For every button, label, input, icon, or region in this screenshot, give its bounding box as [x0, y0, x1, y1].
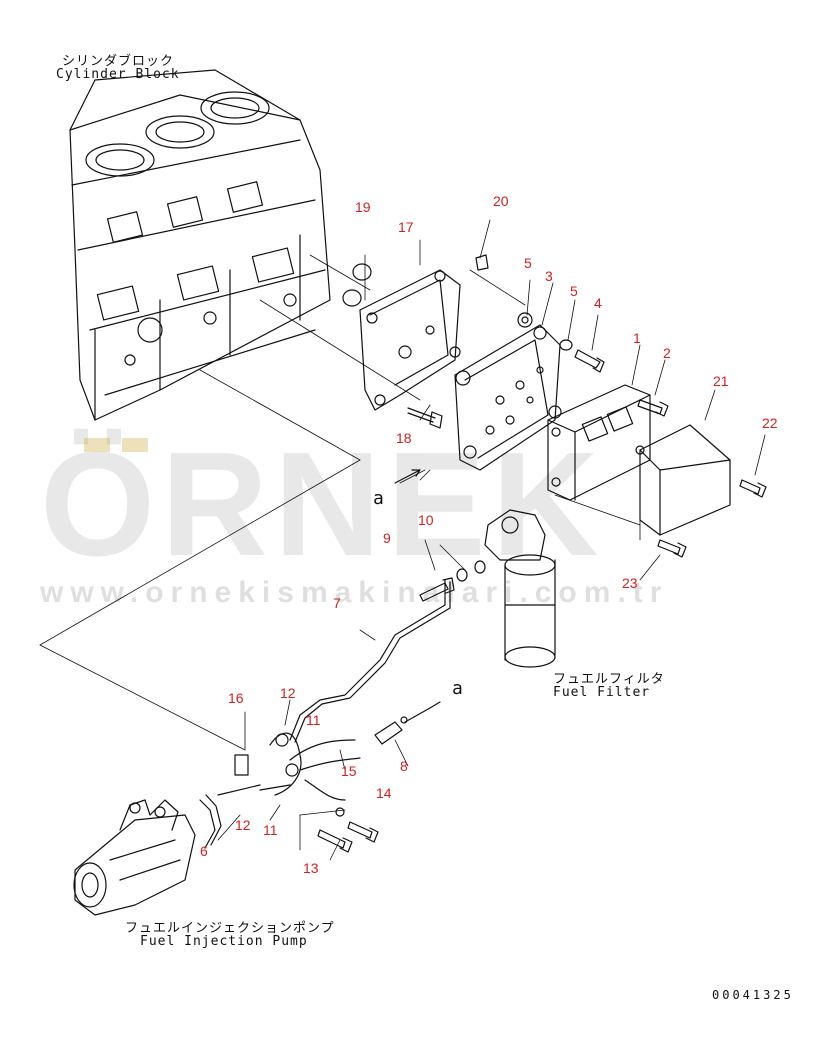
callout-16: 16 — [228, 690, 244, 706]
callout-3: 3 — [545, 268, 553, 284]
pipe-7-drawing — [289, 579, 446, 741]
part-19-drawing — [342, 263, 372, 307]
cylinder-block-label-en: Cylinder Block — [56, 67, 180, 82]
fuel-filter-label-en: Fuel Filter — [553, 685, 651, 700]
callout-7: 7 — [333, 595, 341, 611]
fuel-filter-drawing — [484, 509, 556, 668]
bolt-2-drawing — [637, 399, 669, 417]
injection-pump-label-jp: フュエルインジェクションポンプ — [125, 921, 335, 936]
watermark-url: www.ornekismakinalari.com.tr — [40, 576, 669, 609]
bolt-18-drawing — [407, 407, 443, 429]
callout-2: 2 — [663, 345, 671, 361]
callout-12b: 12 — [235, 817, 251, 833]
cylinder-block-label-jp: シリンダブロック — [62, 54, 175, 69]
callout-14: 14 — [376, 785, 392, 801]
ref-a-lower: a — [452, 678, 463, 699]
callout-23: 23 — [622, 575, 638, 591]
callout-15: 15 — [341, 763, 357, 779]
bracket-17-drawing — [359, 269, 461, 411]
fitting-8-drawing — [374, 707, 431, 745]
callout-18: 18 — [396, 430, 412, 446]
callout-11b: 11 — [263, 822, 278, 838]
callout-4: 4 — [594, 295, 602, 311]
callout-5b: 5 — [570, 283, 578, 299]
injection-pump-label-en: Fuel Injection Pump — [140, 934, 308, 949]
cover-21-drawing — [639, 424, 731, 536]
callout-8: 8 — [400, 758, 408, 774]
callout-22: 22 — [762, 415, 778, 431]
bolt-13-drawing — [317, 829, 353, 853]
watermark-umlaut — [84, 438, 148, 452]
bolt-22-drawing — [739, 479, 767, 498]
callout-17: 17 — [398, 219, 414, 235]
callout-9: 9 — [383, 530, 391, 546]
callout-12a: 12 — [280, 685, 296, 701]
ref-a-upper: a — [373, 488, 384, 509]
injection-pump-drawing — [73, 799, 196, 916]
callout-21: 21 — [713, 373, 729, 389]
callout-6: 6 — [200, 843, 208, 859]
fuel-filter-label-jp: フュエルフィルタ — [553, 672, 665, 687]
part-16-drawing — [234, 754, 249, 776]
callout-11a: 11 — [306, 712, 321, 728]
arrow-a-upper — [394, 469, 421, 484]
callout-19: 19 — [355, 199, 371, 215]
bolt-4-drawing — [574, 349, 605, 373]
callout-1: 1 — [633, 330, 641, 346]
callout-5a: 5 — [524, 255, 532, 271]
callout-13: 13 — [303, 860, 319, 876]
cylinder-block-drawing — [69, 69, 331, 421]
arrow-a-lower — [429, 701, 441, 709]
part-9-10-drawing — [419, 560, 486, 602]
part-5-drawing — [517, 312, 573, 351]
pipe-6-drawing — [199, 794, 222, 849]
bolt-23-drawing — [657, 539, 687, 558]
drawing-number: 00041325 — [712, 988, 794, 1002]
bolt-14-drawing — [347, 821, 379, 843]
callout-20: 20 — [493, 193, 509, 209]
hoses-drawing — [259, 732, 361, 801]
part-20-drawing — [475, 254, 489, 271]
controller-1-drawing — [547, 384, 651, 501]
plate-3-drawing — [454, 324, 562, 471]
callout-10: 10 — [418, 512, 434, 528]
